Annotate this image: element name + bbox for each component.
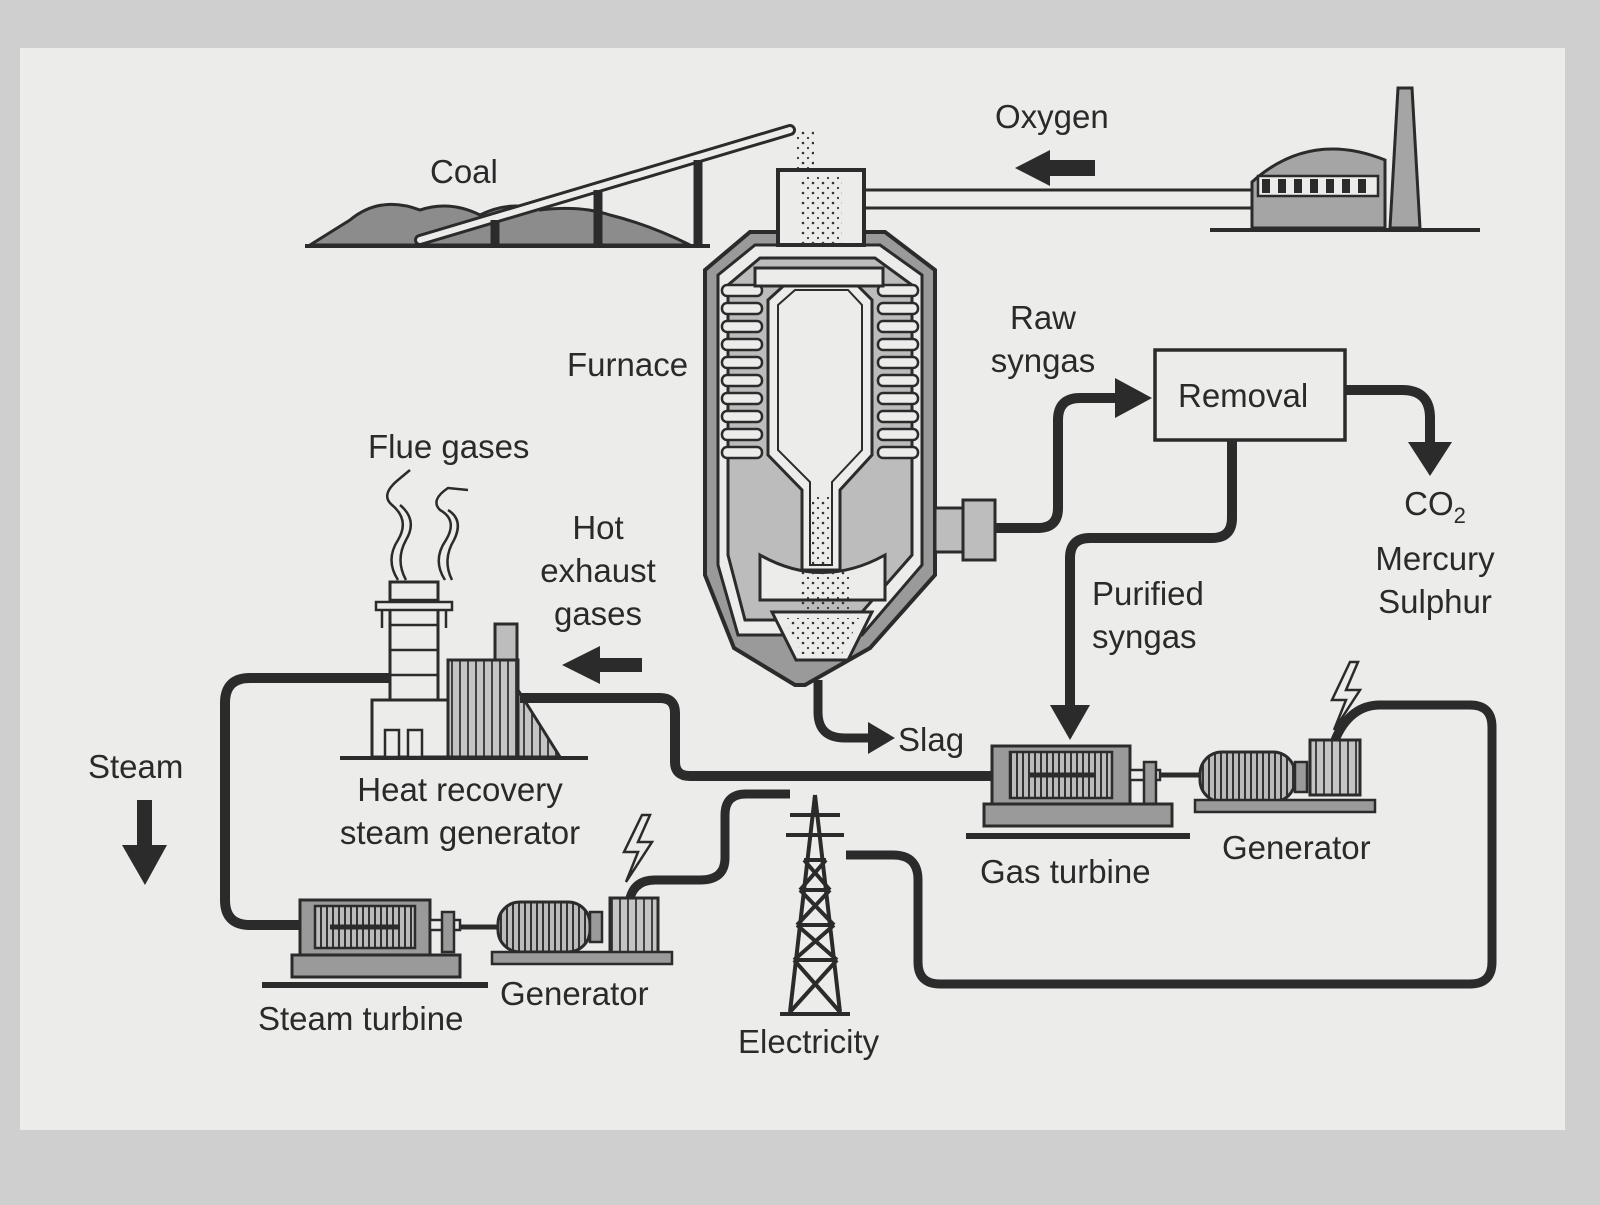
steam-turbine — [262, 898, 488, 988]
gas-turbine-label: Gas turbine — [980, 853, 1151, 890]
oxygen-pipe — [848, 188, 1254, 210]
slag-pipe — [813, 680, 870, 743]
hrsg-label: Heat recovery steam generator — [310, 768, 610, 854]
furnace-label: Furnace — [567, 346, 689, 383]
raw-syngas-label: Raw syngas — [988, 296, 1098, 382]
gas-generator-label: Generator — [1222, 829, 1371, 866]
flue-gases-label: Flue gases — [368, 428, 530, 465]
coal-conveyor — [414, 124, 796, 246]
steam-power-line — [625, 789, 790, 900]
byproducts-label: CO2 Mercury Sulphur — [1360, 482, 1510, 623]
steam-arrow-icon — [122, 800, 167, 885]
coal-label: Coal — [430, 153, 498, 190]
furnace-gasifier — [703, 168, 997, 687]
flue-gases-smoke — [385, 469, 469, 581]
removal-label: Removal — [1178, 377, 1309, 414]
steam-turbine-label: Steam turbine — [258, 1000, 464, 1037]
electricity-label: Electricity — [738, 1023, 880, 1060]
purified-syngas-arrow-icon — [1050, 705, 1090, 740]
hrsg-unit — [340, 580, 588, 760]
mercury-label: Mercury — [1375, 540, 1495, 577]
lightning-icon — [1330, 660, 1363, 731]
slag-arrow-icon — [868, 722, 895, 754]
hot-exhaust-line-1: Hot — [572, 509, 624, 546]
gas-power-line — [846, 700, 1497, 989]
gas-generator — [1160, 738, 1377, 814]
steam-pipe — [220, 673, 390, 930]
byproduct-arrow-icon — [1408, 442, 1452, 476]
electricity-pylon-icon — [780, 794, 850, 1016]
co2-subscript: 2 — [1453, 503, 1466, 528]
lightning-icon — [622, 813, 655, 883]
raw-syngas-line-1: Raw — [1009, 299, 1077, 336]
sulphur-label: Sulphur — [1378, 583, 1492, 620]
oxygen-label: Oxygen — [995, 98, 1109, 135]
steam-generator-label: Generator — [500, 975, 649, 1012]
hot-exhaust-line-3: gases — [553, 595, 643, 632]
hot-exhaust-label: Hot exhaust gases — [528, 506, 668, 635]
purified-syngas-line-1: Purified — [1092, 575, 1204, 612]
oxygen-arrow-icon — [1015, 150, 1095, 186]
hot-exhaust-arrow-icon — [562, 646, 642, 684]
slag-label: Slag — [898, 721, 965, 758]
hrsg-line-2: steam generator — [339, 814, 581, 851]
purified-syngas-pipe — [1065, 440, 1237, 710]
coal-falling-particles — [796, 130, 814, 175]
steam-label: Steam — [88, 748, 184, 785]
purified-syngas-label: Purified syngas — [1092, 572, 1204, 658]
raw-syngas-pipe — [995, 393, 1120, 533]
co2-label: CO2 — [1360, 482, 1510, 537]
exhaust-pipe — [520, 693, 992, 781]
raw-syngas-arrow-icon — [1115, 378, 1152, 418]
hot-exhaust-line-2: exhaust — [540, 552, 656, 589]
gas-turbine — [966, 744, 1190, 839]
raw-syngas-line-2: syngas — [990, 342, 1096, 379]
byproduct-pipe — [1345, 385, 1435, 448]
oxygen-plant — [1210, 86, 1480, 232]
purified-syngas-line-2: syngas — [1092, 618, 1197, 655]
hrsg-line-1: Heat recovery — [357, 771, 563, 808]
co2-main-text: CO — [1404, 485, 1454, 522]
steam-generator — [460, 896, 674, 966]
